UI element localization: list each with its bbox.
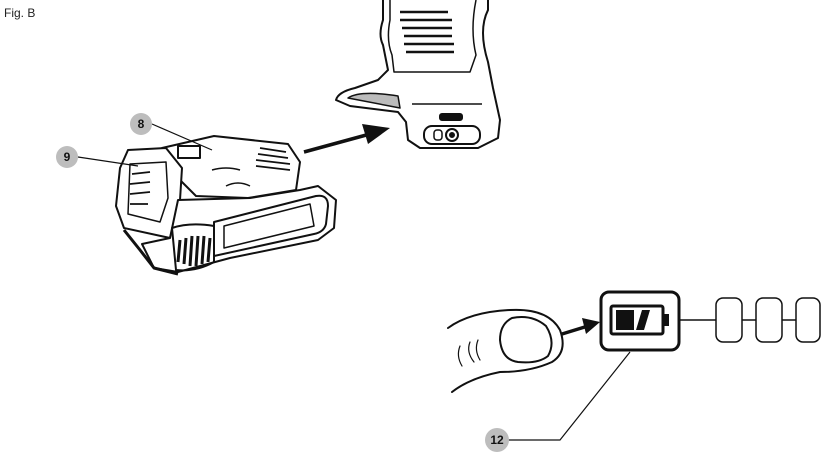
led-indicator-1 <box>716 298 742 342</box>
arrow-right-icon <box>304 124 390 152</box>
finger-icon <box>448 310 563 392</box>
led-chain <box>680 298 820 342</box>
callout-12: 12 <box>485 352 630 452</box>
arrow-right-icon-2 <box>562 318 600 334</box>
callout-12-label: 12 <box>490 433 504 447</box>
callout-8: 8 <box>130 113 212 150</box>
led-indicator-2 <box>756 298 782 342</box>
led-indicator-3 <box>796 298 820 342</box>
callout-8-label: 8 <box>138 117 145 131</box>
battery-pack-icon <box>116 136 336 274</box>
drill-handle-icon <box>336 0 500 148</box>
callout-9-label: 9 <box>64 150 71 164</box>
battery-gauge-icon <box>601 292 679 350</box>
